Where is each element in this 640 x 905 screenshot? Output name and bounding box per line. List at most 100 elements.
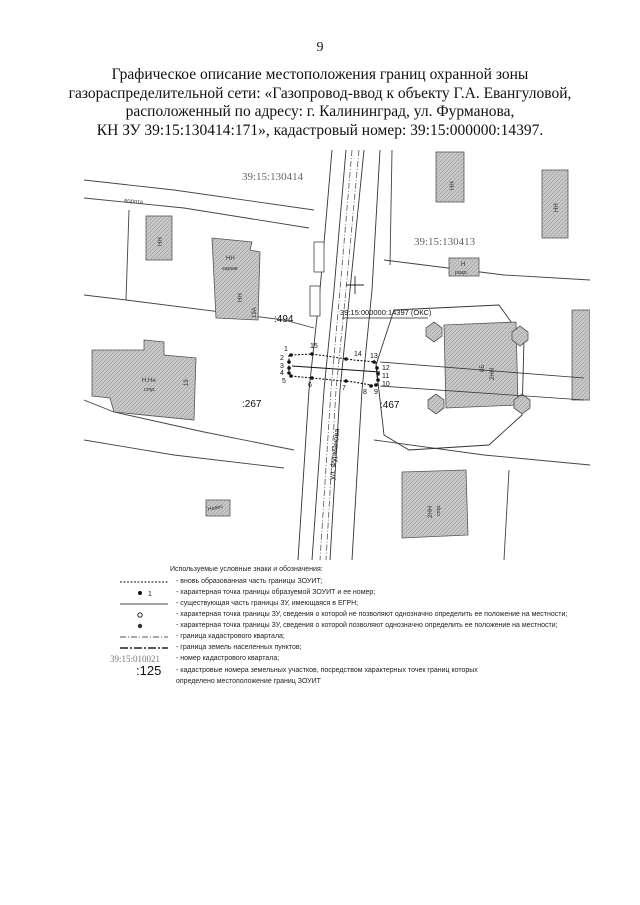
oks-extension-line-2 xyxy=(379,385,585,401)
point-label-11: 11 xyxy=(382,373,389,380)
point-11 xyxy=(376,372,380,376)
boundary-top-right xyxy=(383,259,590,281)
point-label-8: 8 xyxy=(363,389,367,396)
label-big-number: 8Б xyxy=(480,365,486,372)
label-nn-top-right-a: НН xyxy=(450,181,456,190)
road-edge-inner-right xyxy=(329,150,365,560)
legend-heading: Используемые условные знаки и обозначени… xyxy=(170,566,323,573)
label-bottom-nn: 2НН xyxy=(428,506,434,518)
boundary-right-lower xyxy=(373,439,590,466)
boundary-top-left xyxy=(84,179,315,211)
building-right-edge xyxy=(571,309,590,401)
label-h-razr: Н xyxy=(461,262,465,268)
title-line-3: расположенный по адресу: г. Калининград,… xyxy=(125,103,515,120)
label-big-nn: 2НН xyxy=(490,368,496,380)
point-6 xyxy=(310,376,314,380)
building-top-right-b xyxy=(541,169,569,239)
point-13 xyxy=(372,360,376,364)
label-nn-garage-side: НН xyxy=(238,293,244,302)
oks-cadastral-label: 39:15:000000:14397 (ОКС) xyxy=(340,308,432,317)
octagon-3 xyxy=(427,393,445,415)
cross-marker xyxy=(346,276,364,294)
building-navesa xyxy=(205,499,231,517)
point-label-3: 3 xyxy=(280,363,284,370)
label-nn-top-left: НН xyxy=(158,237,164,246)
boundary-494-left xyxy=(84,209,130,301)
point-label-10: 10 xyxy=(382,381,390,388)
label-garage: гараж xyxy=(222,266,238,272)
label-nn-garage: НН xyxy=(226,256,235,262)
legend-row-parcel-numbers-cont: определено местоположение границ ЗОУИТ xyxy=(176,678,321,685)
building-bottom xyxy=(401,469,469,539)
legend-parcel-sample: :125 xyxy=(136,663,162,678)
quarter-label-130414: 39:15:130414 xyxy=(242,171,304,183)
point-label-14: 14 xyxy=(354,351,362,358)
legend-row-parcel-numbers: :125 - кадастровые номера земельных учас… xyxy=(136,663,478,678)
gate-label: ворота xyxy=(124,198,144,206)
point-12 xyxy=(375,366,379,370)
point-labels: 1 2 3 4 5 6 7 8 9 10 11 12 13 14 15 xyxy=(280,343,390,396)
legend-solid-line-symbol xyxy=(120,603,168,605)
legend-point-symbol: 1 xyxy=(138,591,152,598)
label-bottom-sub: стр. xyxy=(436,504,442,516)
point-14 xyxy=(344,357,348,361)
boundary-494-bottom xyxy=(125,299,315,329)
street-label: ул. Фурманова xyxy=(327,427,341,480)
building-razr xyxy=(448,257,480,277)
document-title: Графическое описание местоположения гран… xyxy=(40,66,600,140)
point-1 xyxy=(289,353,293,357)
point-15 xyxy=(310,352,314,356)
road-edge-left xyxy=(297,150,333,560)
quarter-boundaries xyxy=(319,150,360,560)
street-lines xyxy=(297,150,381,560)
small-structures xyxy=(309,241,325,317)
point-9 xyxy=(374,383,378,387)
legend-row-filled-point: - характерная точка границы ЗУ, сведения… xyxy=(110,621,610,631)
point-label-13: 13 xyxy=(370,353,378,360)
legend-row-settlement-boundary: - граница земель населенных пунктов; xyxy=(110,643,610,653)
point-label-15: 15 xyxy=(310,343,318,350)
building-nn-top-left xyxy=(145,215,173,261)
legend-row-open-point: - характерная точка границы ЗУ, сведения… xyxy=(110,610,610,620)
point-label-2: 2 xyxy=(280,355,284,362)
legend-open-circle-symbol xyxy=(137,612,143,618)
road-edge-right xyxy=(351,150,381,560)
label-nn-top-right-b: НН xyxy=(554,203,560,212)
point-2 xyxy=(287,360,291,364)
quarter-boundary-left xyxy=(319,150,353,560)
point-label-1: 1 xyxy=(284,346,288,353)
label-19: 19 xyxy=(184,379,190,386)
point-8 xyxy=(369,384,373,388)
point-7 xyxy=(344,379,348,383)
label-left-sub: стр. xyxy=(144,387,156,393)
point-label-12: 12 xyxy=(382,365,390,372)
zone-boundary-top xyxy=(290,353,377,363)
point-label-7: 7 xyxy=(342,385,346,392)
legend-row-zone-point: 1 - характерная точка границы образуемой… xyxy=(110,588,610,598)
octagon-4 xyxy=(513,393,531,415)
boundary-bottom-right-vertical xyxy=(503,469,510,560)
point-3 xyxy=(287,366,291,370)
legend-settlement-line-symbol xyxy=(120,647,168,649)
legend-row-existing-boundary: - существующая часть границы ЗУ, имеющая… xyxy=(110,599,610,609)
octagon-2 xyxy=(511,325,529,347)
parcel-label-494: :494 xyxy=(274,314,294,325)
label-razr: разр. xyxy=(454,270,468,276)
cadastral-map: 1 2 3 4 5 6 7 8 9 10 11 12 13 14 15 39:1… xyxy=(84,150,590,560)
quarter-boundary-right xyxy=(325,150,360,560)
point-5 xyxy=(289,374,293,378)
title-line-1: Графическое описание местоположения гран… xyxy=(111,66,529,83)
point-label-4: 4 xyxy=(280,370,284,377)
building-top-right-a xyxy=(435,151,465,203)
page-number: 9 xyxy=(316,40,324,55)
oks-extension-line xyxy=(379,361,585,379)
title-line-4: КН ЗУ 39:15:130414:171», кадастровый ном… xyxy=(96,121,544,139)
legend-quarter-line-symbol xyxy=(120,636,168,638)
parcel-label-267: :267 xyxy=(242,399,262,410)
building-left xyxy=(91,339,197,421)
legend-row-new-boundary: - вновь образованная часть границы ЗОУИТ… xyxy=(110,577,610,587)
parcel-boundaries xyxy=(84,150,590,560)
gas-pipe-line xyxy=(291,365,381,373)
point-4 xyxy=(287,371,291,375)
oks-boundary xyxy=(375,304,525,451)
